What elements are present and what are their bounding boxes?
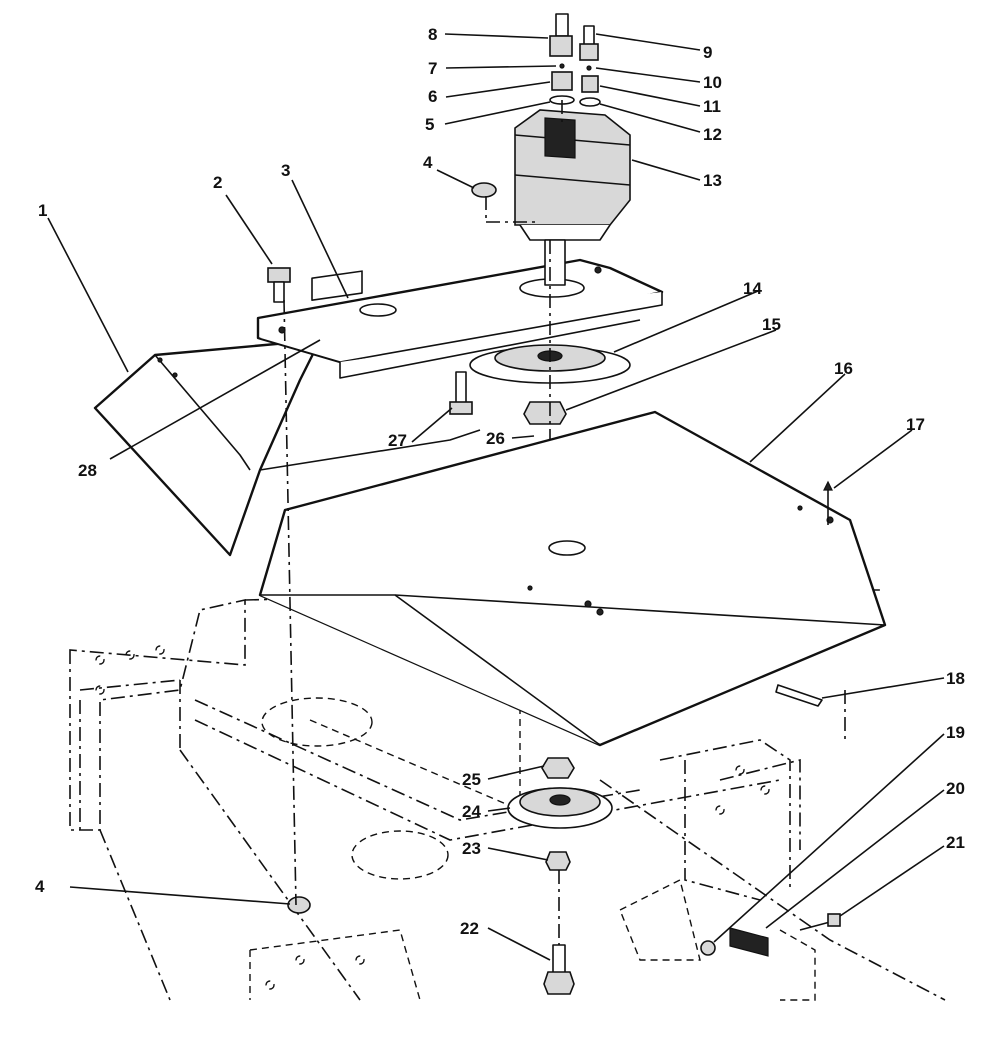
part-15-pulley-nut bbox=[523, 401, 567, 425]
callout-leaders bbox=[47, 33, 945, 961]
callout-19: 19 bbox=[946, 723, 965, 742]
part-21-screw bbox=[799, 913, 841, 931]
part-1-left-shroud bbox=[93, 338, 481, 557]
callout-9: 9 bbox=[703, 43, 712, 62]
callout-labels: 1 2 3 4 4 5 6 7 8 9 10 11 12 13 14 15 16… bbox=[35, 25, 965, 938]
callout-18: 18 bbox=[946, 669, 965, 688]
callout-6: 6 bbox=[428, 87, 437, 106]
callout-16: 16 bbox=[834, 359, 853, 378]
callout-15: 15 bbox=[762, 315, 781, 334]
part-17-pin bbox=[823, 480, 833, 515]
callout-17: 17 bbox=[906, 415, 925, 434]
callout-7: 7 bbox=[428, 59, 437, 78]
callout-26: 26 bbox=[486, 429, 505, 448]
callout-27: 27 bbox=[388, 431, 407, 450]
callout-4-lower: 4 bbox=[35, 877, 45, 896]
callout-24: 24 bbox=[462, 802, 481, 821]
callout-22: 22 bbox=[460, 919, 479, 938]
callout-13: 13 bbox=[703, 171, 722, 190]
callout-11: 11 bbox=[703, 97, 721, 116]
fittings-stack-left bbox=[549, 13, 575, 105]
part-4-nut-lower bbox=[287, 896, 311, 914]
part-2-bolt bbox=[267, 267, 291, 303]
callout-3: 3 bbox=[281, 161, 290, 180]
callout-20: 20 bbox=[946, 779, 965, 798]
part-16-deck-cover bbox=[258, 410, 887, 747]
center-lines bbox=[283, 100, 829, 906]
callout-23: 23 bbox=[462, 839, 481, 858]
part-4-nut-upper bbox=[471, 182, 497, 198]
part-20-switch bbox=[729, 927, 769, 957]
part-27-bolt bbox=[449, 371, 473, 415]
callout-1: 1 bbox=[38, 201, 47, 220]
callout-25: 25 bbox=[462, 770, 481, 789]
callout-8: 8 bbox=[428, 25, 437, 44]
lower-pulley-assembly bbox=[507, 757, 613, 995]
fittings-stack-right bbox=[579, 25, 601, 107]
callout-21: 21 bbox=[946, 833, 965, 852]
callout-12: 12 bbox=[703, 125, 722, 144]
callout-14: 14 bbox=[743, 279, 762, 298]
callout-5: 5 bbox=[425, 115, 434, 134]
part-19-nut bbox=[700, 940, 716, 956]
callout-2: 2 bbox=[213, 173, 222, 192]
callout-28: 28 bbox=[78, 461, 97, 480]
part-18-bracket bbox=[775, 684, 823, 707]
part-13-clutch-motor bbox=[514, 109, 631, 286]
callout-4-upper: 4 bbox=[423, 153, 433, 172]
callout-10: 10 bbox=[703, 73, 722, 92]
